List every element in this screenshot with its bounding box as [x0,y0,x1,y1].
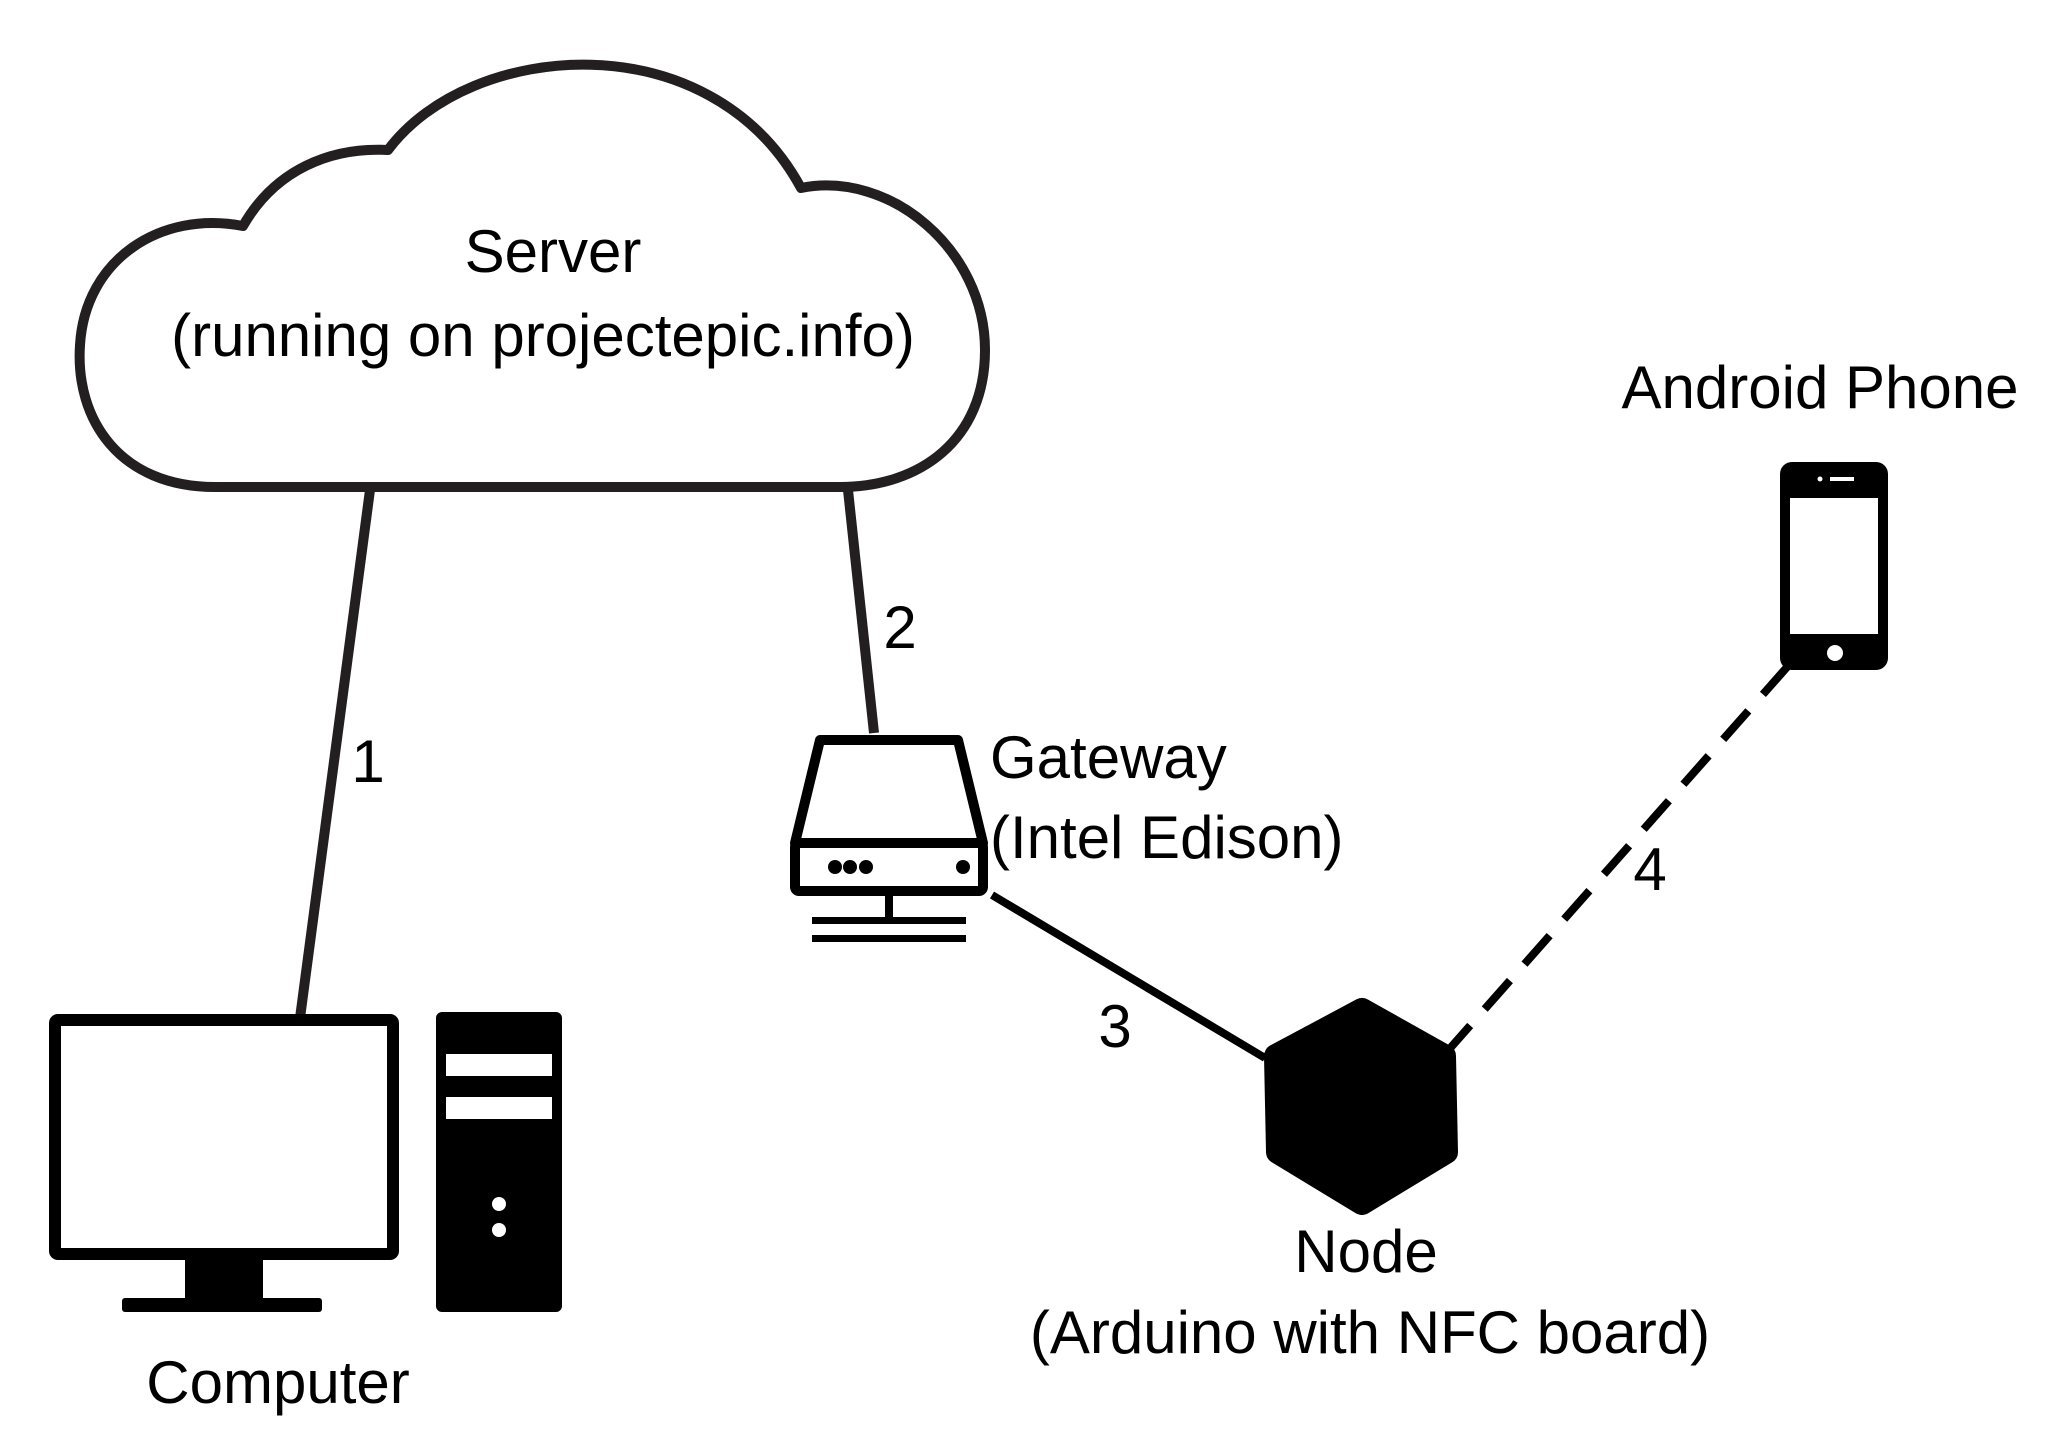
monitor-screen [49,1014,399,1260]
computer: Computer [49,1012,562,1416]
link-4-line [1442,663,1791,1057]
phone-home-button [1827,645,1843,661]
tower-led-1 [492,1197,506,1211]
pc-tower [436,1012,562,1312]
desktop-computer-icon [49,1012,562,1312]
link-2-line [843,489,879,734]
link-2-label: 2 [883,594,916,661]
gateway-subtitle: (Intel Edison) [990,804,1344,871]
link-1-line [295,489,375,1019]
link-3-line [989,891,1268,1062]
phone-speaker [1830,477,1854,481]
android-phone: Android Phone [1622,354,2019,670]
router-led-4 [956,860,970,874]
phone-label: Android Phone [1622,354,2019,421]
router-base-line-2 [812,935,966,942]
server-subtitle: (running on projectepic.info) [171,302,915,369]
gateway: Gateway (Intel Edison) [790,724,1344,942]
node-title: Node [1294,1218,1437,1285]
node-subtitle: (Arduino with NFC board) [1030,1299,1710,1366]
links [295,489,1791,1062]
drive-bay-2 [446,1097,552,1119]
drive-bay-1 [446,1054,552,1076]
phone-screen [1790,498,1878,634]
router-base-line-1 [812,917,966,924]
cloud-icon [74,59,990,492]
phone-camera [1817,476,1823,482]
monitor-base [122,1298,322,1312]
router-led-1 [828,860,842,874]
router-stem [885,891,893,919]
smartphone-icon [1780,462,1888,670]
router-top [790,735,988,848]
router-led-3 [859,860,873,874]
router-body [790,838,988,896]
router-icon [790,735,988,942]
computer-label: Computer [146,1349,409,1416]
link-4-label: 4 [1633,836,1666,903]
hexagon-icon [1264,998,1458,1215]
link-1-label: 1 [351,728,384,795]
monitor-neck [185,1254,263,1302]
link-3-label: 3 [1098,993,1131,1060]
gateway-title: Gateway [990,724,1227,791]
server-cloud: Server (running on projectepic.info) [74,59,990,492]
node: Node (Arduino with NFC board) [1030,998,1710,1366]
router-led-2 [843,860,857,874]
server-title: Server [465,218,642,285]
tower-led-2 [492,1223,506,1237]
